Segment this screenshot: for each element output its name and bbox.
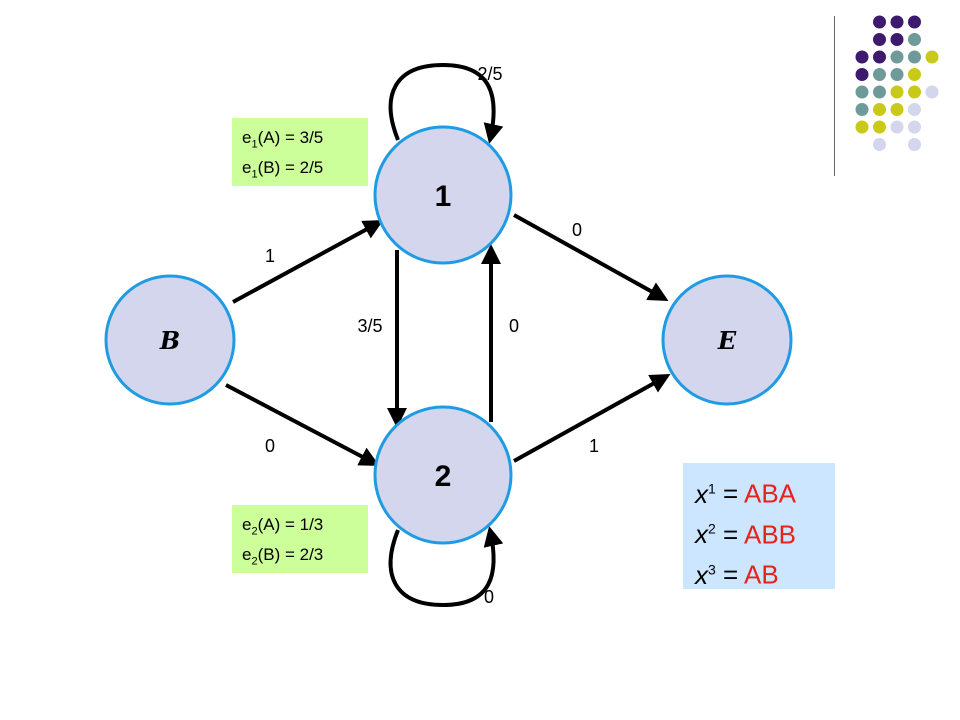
edge-begin-to-2 — [225, 383, 380, 466]
edge-label-2-to-1: 0 — [509, 316, 519, 336]
emission-2-a: e2(A) = 1/3 — [242, 515, 324, 538]
decorative-dot — [890, 85, 904, 99]
emission-1-a: e1(A) = 3/5 — [242, 128, 324, 151]
edge-begin-to-1 — [232, 220, 384, 304]
node-end: E — [661, 274, 793, 406]
decorative-dot — [890, 103, 904, 116]
decorative-dot — [908, 33, 921, 46]
edge-2-to-end — [513, 374, 671, 463]
edge-label-self-1: 2/5 — [477, 64, 502, 84]
sequence-row: x1 = ABA — [695, 478, 797, 509]
decorative-dot — [908, 120, 921, 134]
decorative-dot — [873, 85, 886, 99]
decorative-dot — [855, 103, 869, 116]
decorative-dot-grid — [855, 15, 939, 151]
decorative-dot — [873, 15, 886, 29]
decorative-dot — [925, 50, 939, 64]
decorative-dot — [890, 68, 904, 81]
node-state-2: 2 — [373, 405, 513, 545]
decorative-dot — [873, 138, 886, 151]
decorative-dot — [873, 68, 886, 81]
edge-label-begin-to-1: 1 — [265, 246, 275, 266]
emission-probabilities-state-2: e2(A) = 1/3 e2(B) = 2/3 — [232, 505, 368, 573]
edge-label-2-to-end: 1 — [589, 436, 599, 456]
decorative-dot — [855, 85, 869, 99]
decorative-dot — [873, 50, 886, 64]
node-begin: B — [104, 274, 236, 406]
edge-label-1-to-end: 0 — [572, 220, 582, 240]
edge-self-loop-2 — [388, 526, 504, 608]
emission-1-b: e1(B) = 2/5 — [242, 158, 324, 181]
emission-2-b: e2(B) = 2/3 — [242, 545, 324, 568]
decorative-dot — [908, 103, 921, 116]
decorative-dot — [890, 15, 904, 29]
edges — [225, 62, 671, 608]
sequence-row: x3 = AB — [695, 559, 779, 590]
decorative-dot — [873, 103, 886, 116]
edge-label-1-to-2: 3/5 — [357, 316, 382, 336]
decorative-dot — [908, 138, 921, 151]
decorative-dot — [925, 85, 939, 99]
edge-1-to-end — [513, 213, 669, 301]
decorative-dot — [908, 50, 921, 64]
edge-self-loop-1 — [388, 62, 504, 144]
sequence-row: x2 = ABB — [695, 519, 797, 550]
decorative-dot — [873, 33, 886, 46]
decorative-dot — [890, 50, 904, 64]
decorative-dot — [855, 68, 869, 81]
node-begin-label: B — [159, 326, 180, 355]
decorative-divider-line — [834, 16, 835, 176]
decorative-dot — [890, 120, 904, 134]
edge-label-begin-to-2: 0 — [265, 436, 275, 456]
emission-probabilities-state-1: e1(A) = 3/5 e1(B) = 2/5 — [232, 118, 368, 186]
edge-label-self-2: 0 — [484, 587, 494, 607]
decorative-dot — [908, 68, 921, 81]
node-state-1-label: 1 — [435, 180, 452, 213]
node-end-label: E — [717, 326, 737, 355]
decorative-dot — [855, 50, 869, 64]
decorative-dot — [908, 15, 921, 29]
observation-sequences-box: x1 = ABA x2 = ABB x3 = AB — [683, 463, 835, 590]
decorative-dot — [873, 120, 886, 134]
decorative-dot — [890, 33, 904, 46]
decorative-dot — [855, 120, 869, 134]
node-state-2-label: 2 — [435, 460, 452, 493]
decorative-dot — [908, 85, 921, 99]
node-state-1: 1 — [373, 125, 513, 265]
